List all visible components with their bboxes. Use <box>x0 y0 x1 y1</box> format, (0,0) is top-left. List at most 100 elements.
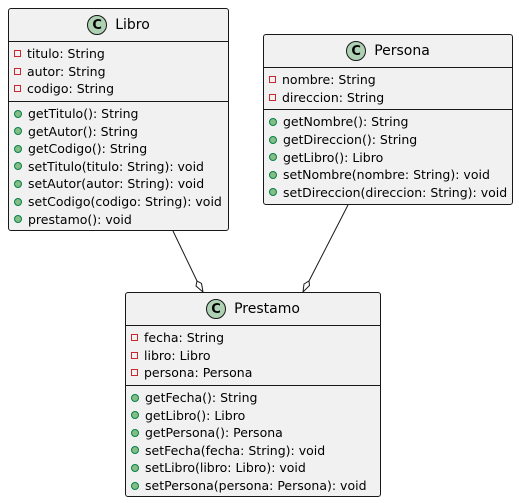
attribute-label: nombre: String <box>282 72 376 88</box>
attribute-row: direccion: String <box>264 89 512 107</box>
libro-prestamo-link <box>172 230 198 282</box>
public-visibility-icon <box>14 162 22 171</box>
method-label: setNombre(nombre: String): void <box>283 167 490 183</box>
class-prestamo-methods: getFecha(): String getLibro(): Libro get… <box>126 384 380 498</box>
attribute-row: persona: Persona <box>126 364 380 382</box>
public-visibility-icon <box>269 135 277 144</box>
class-libro-header: C Libro <box>9 9 228 42</box>
method-row: getTitulo(): String <box>9 105 228 123</box>
private-visibility-icon <box>14 50 21 58</box>
public-visibility-icon <box>269 117 277 126</box>
persona-prestamo-aggregation-diamond <box>302 280 311 294</box>
method-row: setPersona(persona: Persona): void <box>126 477 380 495</box>
class-prestamo-name: Prestamo <box>234 301 300 317</box>
class-libro-attributes: titulo: String autor: String codigo: Str… <box>9 42 228 101</box>
attribute-label: fecha: String <box>144 330 225 346</box>
method-label: getLibro(): Libro <box>283 149 384 165</box>
method-row: setLibro(libro: Libro): void <box>126 459 380 477</box>
attribute-label: codigo: String <box>27 81 114 97</box>
public-visibility-icon <box>269 170 277 179</box>
method-row: setTitulo(titulo: String): void <box>9 158 228 176</box>
attribute-label: autor: String <box>27 63 106 79</box>
class-persona-name: Persona <box>374 43 430 59</box>
public-visibility-icon <box>131 446 139 455</box>
attribute-row: titulo: String <box>9 45 228 63</box>
attribute-label: titulo: String <box>27 46 105 62</box>
method-row: getAutor(): String <box>9 122 228 140</box>
class-persona-methods: getNombre(): String getDireccion(): Stri… <box>264 109 512 204</box>
class-icon: C <box>87 15 108 35</box>
public-visibility-icon <box>131 411 139 420</box>
class-persona-header: C Persona <box>264 35 512 68</box>
attribute-row: libro: Libro <box>126 347 380 365</box>
private-visibility-icon <box>269 76 276 84</box>
persona-prestamo-link <box>308 204 349 282</box>
method-row: setDireccion(direccion: String): void <box>264 184 512 202</box>
method-label: getFecha(): String <box>145 390 258 406</box>
class-persona-attributes: nombre: String direccion: String <box>264 68 512 109</box>
public-visibility-icon <box>131 393 139 402</box>
method-row: getLibro(): Libro <box>126 406 380 424</box>
class-icon: C <box>206 299 227 319</box>
method-row: prestamo(): void <box>9 210 228 228</box>
private-visibility-icon <box>269 93 276 101</box>
public-visibility-icon <box>131 481 139 490</box>
attribute-row: fecha: String <box>126 329 380 347</box>
method-label: getNombre(): String <box>283 114 409 130</box>
method-label: getLibro(): Libro <box>145 407 246 423</box>
attribute-label: direccion: String <box>282 89 385 105</box>
class-prestamo[interactable]: C Prestamo fecha: String libro: Libro pe… <box>125 292 381 497</box>
method-row: getPersona(): Persona <box>126 424 380 442</box>
method-label: setDireccion(direccion: String): void <box>283 184 508 200</box>
class-libro-name: Libro <box>115 17 150 33</box>
attribute-row: nombre: String <box>264 71 512 89</box>
method-label: setCodigo(codigo: String): void <box>28 194 222 210</box>
private-visibility-icon <box>14 85 21 93</box>
private-visibility-icon <box>131 334 138 342</box>
public-visibility-icon <box>131 428 139 437</box>
method-row: setNombre(nombre: String): void <box>264 166 512 184</box>
method-row: getLibro(): Libro <box>264 148 512 166</box>
method-label: getTitulo(): String <box>28 106 139 122</box>
method-row: getDireccion(): String <box>264 131 512 149</box>
method-label: getCodigo(): String <box>28 141 148 157</box>
private-visibility-icon <box>14 67 21 75</box>
public-visibility-icon <box>14 179 22 188</box>
method-label: setPersona(persona: Persona): void <box>145 478 367 494</box>
method-row: setCodigo(codigo: String): void <box>9 193 228 211</box>
method-label: setAutor(autor: String): void <box>28 176 205 192</box>
class-libro-methods: getTitulo(): String getAutor(): String g… <box>9 100 228 231</box>
class-persona[interactable]: C Persona nombre: String direccion: Stri… <box>263 34 513 205</box>
method-label: getDireccion(): String <box>283 132 418 148</box>
class-prestamo-attributes: fecha: String libro: Libro persona: Pers… <box>126 326 380 385</box>
method-row: setFecha(fecha: String): void <box>126 442 380 460</box>
private-visibility-icon <box>131 369 138 377</box>
method-row: getNombre(): String <box>264 113 512 131</box>
private-visibility-icon <box>131 351 138 359</box>
attribute-label: libro: Libro <box>144 347 211 363</box>
method-label: prestamo(): void <box>28 211 132 227</box>
public-visibility-icon <box>131 463 139 472</box>
method-label: setFecha(fecha: String): void <box>145 442 326 458</box>
attribute-label: persona: Persona <box>144 365 253 381</box>
attribute-row: codigo: String <box>9 80 228 98</box>
public-visibility-icon <box>14 215 22 224</box>
method-label: setTitulo(titulo: String): void <box>28 158 204 174</box>
method-label: setLibro(libro: Libro): void <box>145 460 306 476</box>
public-visibility-icon <box>14 109 22 118</box>
method-label: getPersona(): Persona <box>145 425 283 441</box>
method-label: getAutor(): String <box>28 123 138 139</box>
class-libro[interactable]: C Libro titulo: String autor: String cod… <box>8 8 229 231</box>
public-visibility-icon <box>14 127 22 136</box>
method-row: setAutor(autor: String): void <box>9 175 228 193</box>
class-icon: C <box>346 41 367 61</box>
libro-prestamo-aggregation-diamond <box>195 280 204 294</box>
method-row: getCodigo(): String <box>9 140 228 158</box>
public-visibility-icon <box>14 144 22 153</box>
class-prestamo-header: C Prestamo <box>126 293 380 326</box>
public-visibility-icon <box>269 188 277 197</box>
attribute-row: autor: String <box>9 63 228 81</box>
method-row: getFecha(): String <box>126 389 380 407</box>
public-visibility-icon <box>14 197 22 206</box>
